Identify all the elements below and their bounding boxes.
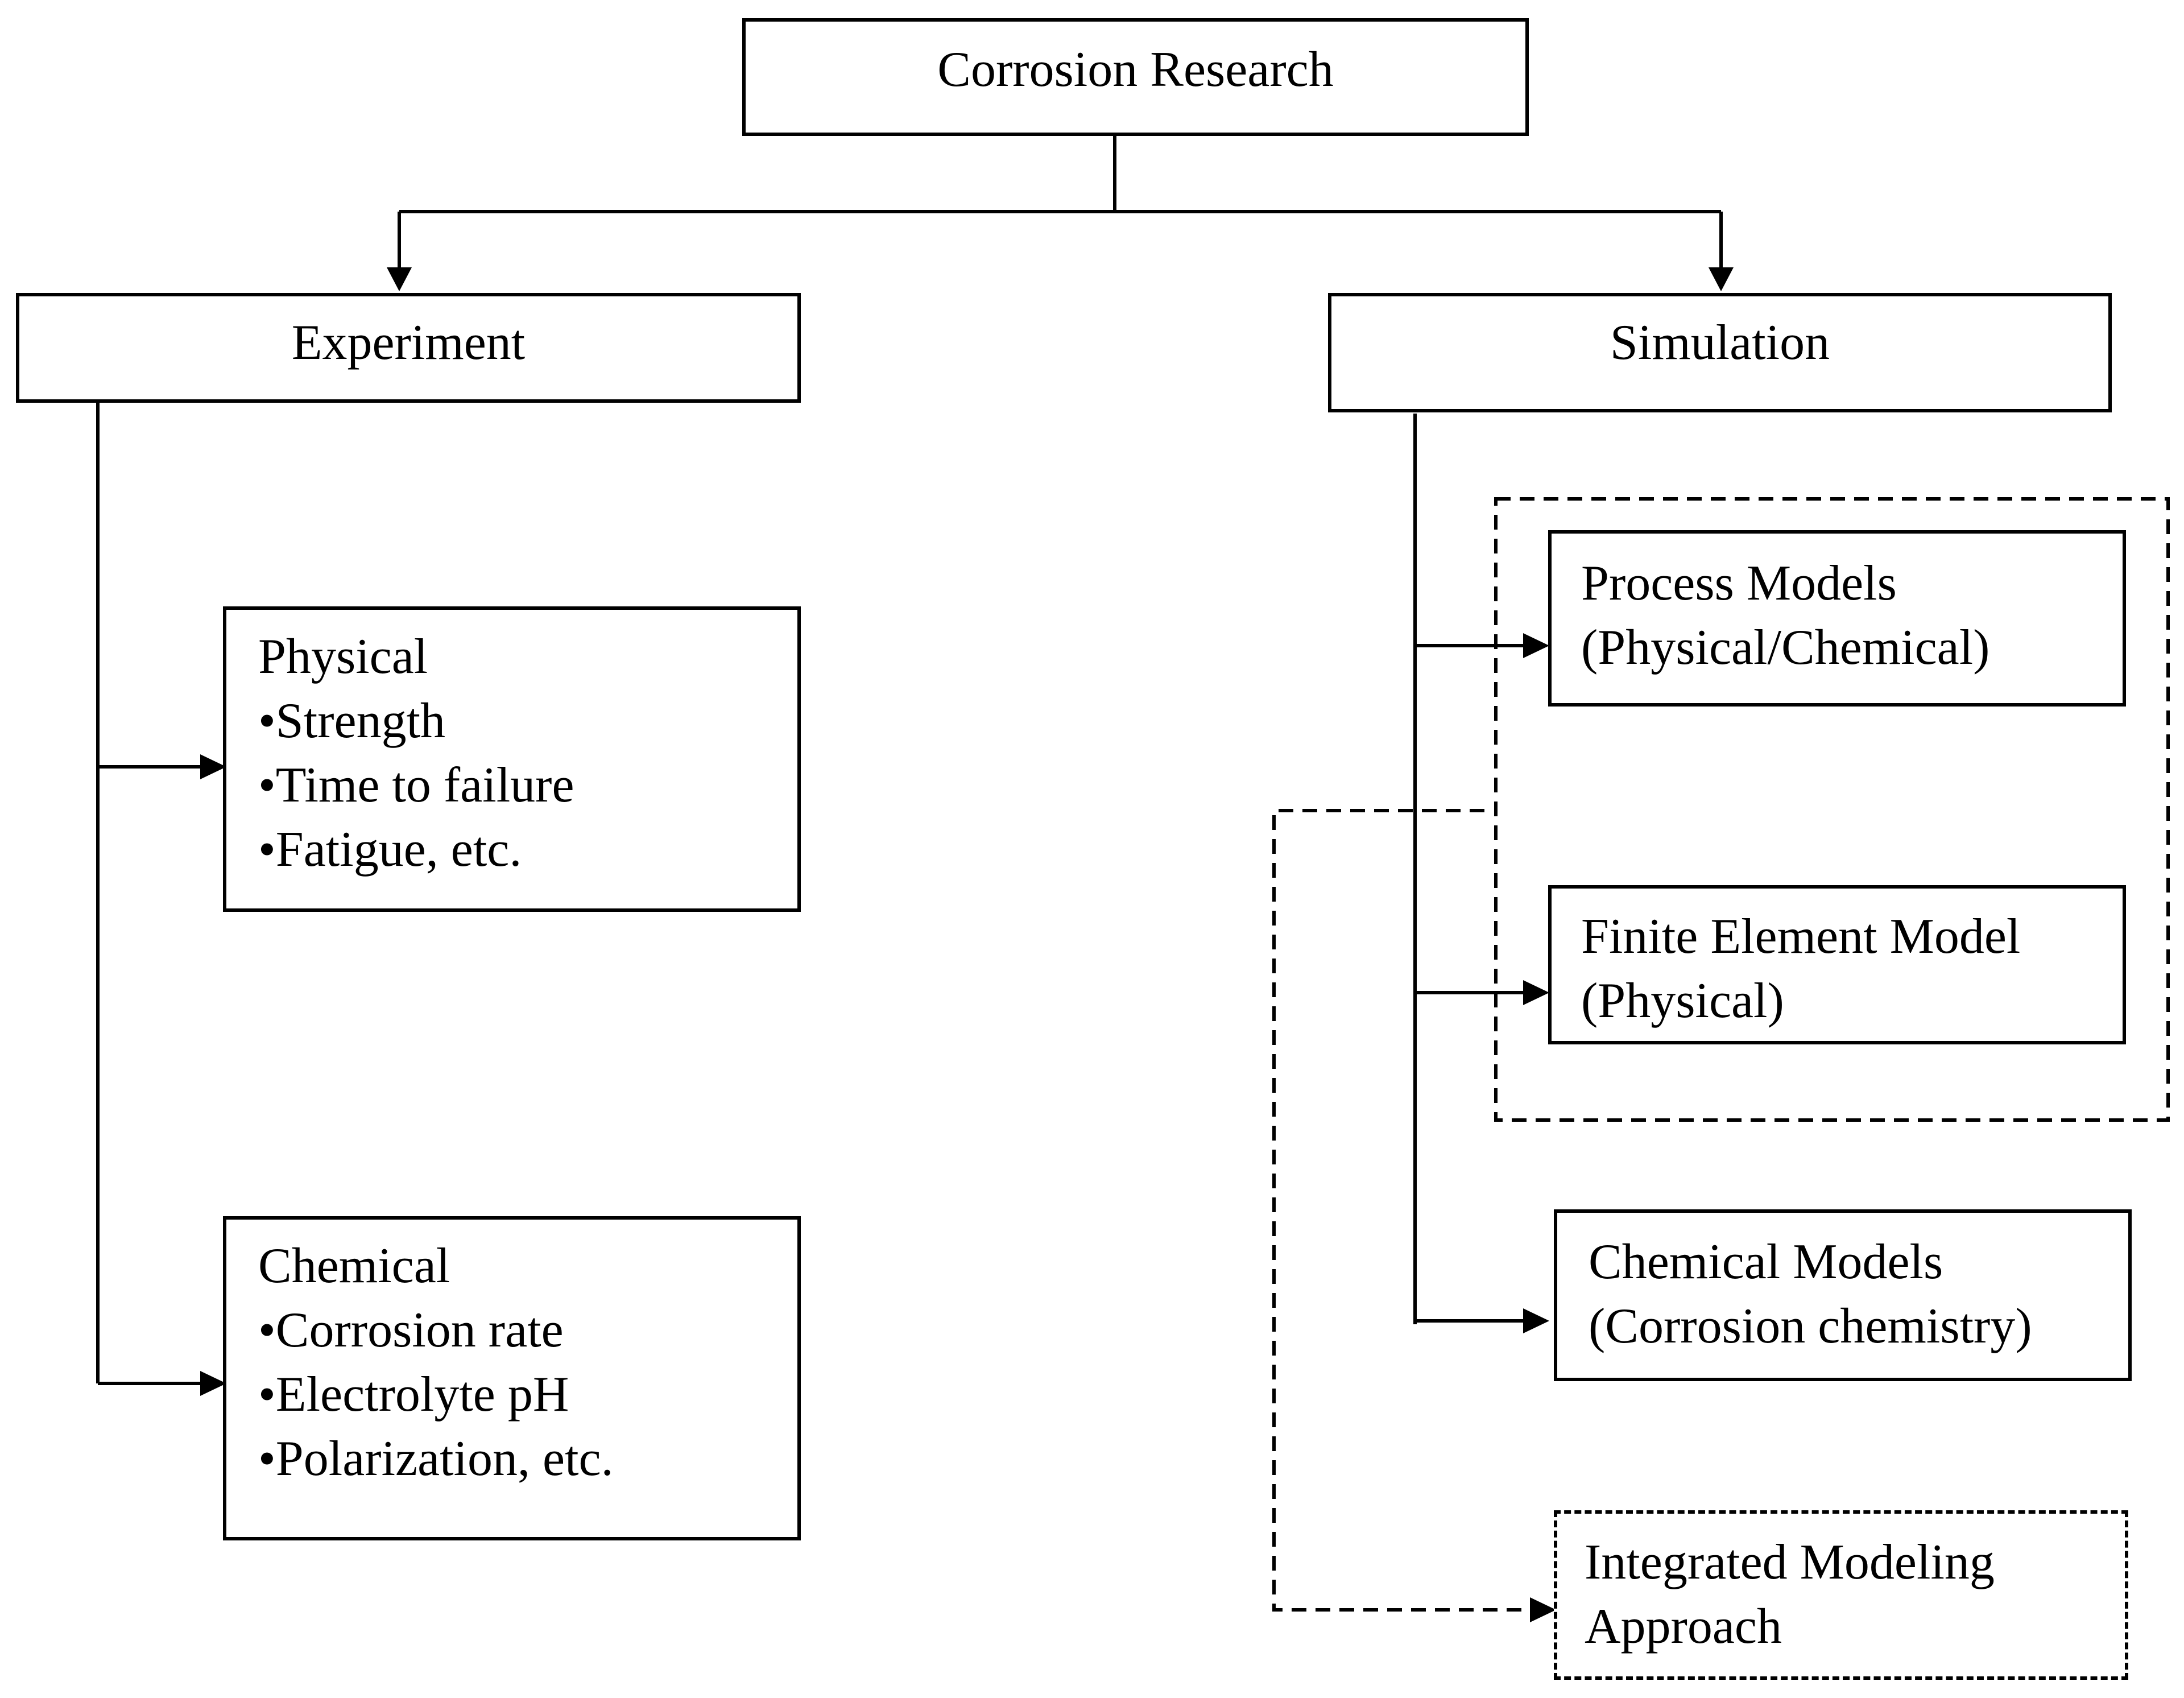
process-models-line2: (Physical/Chemical) <box>1581 620 1990 675</box>
chemical-box <box>223 1216 801 1540</box>
integrated-modeling-line2: Approach <box>1585 1599 1782 1654</box>
chemical-title: Chemical <box>258 1238 450 1294</box>
physical-box <box>223 606 801 912</box>
root-box <box>742 18 1529 136</box>
arrowhead-chemical-models <box>1523 1308 1549 1333</box>
arrowhead-process <box>1523 633 1549 658</box>
finite-element-line1: Finite Element Model <box>1581 909 2021 964</box>
chemical-item-electrolyte-ph: •Electrolyte pH <box>258 1367 569 1422</box>
process-models-line1: Process Models <box>1581 556 1897 611</box>
chemical-item-polarization: •Polarization, etc. <box>258 1431 614 1486</box>
arrowhead-chemical <box>200 1371 226 1396</box>
root-label: Corrosion Research <box>937 42 1334 97</box>
experiment-box <box>16 293 801 403</box>
process-models-box <box>1548 530 2126 707</box>
experiment-label: Experiment <box>291 315 526 370</box>
physical-item-time-to-failure: •Time to failure <box>258 758 574 813</box>
arrowhead-experiment <box>387 267 412 291</box>
chemical-models-line1: Chemical Models <box>1589 1234 1943 1290</box>
physical-title: Physical <box>258 629 428 684</box>
integrated-modeling-box <box>1554 1510 2128 1680</box>
chemical-models-line2: (Corrosion chemistry) <box>1589 1299 2032 1354</box>
finite-element-line2: (Physical) <box>1581 973 1784 1028</box>
arrowhead-fem <box>1523 980 1549 1005</box>
physical-item-strength: •Strength <box>258 693 446 749</box>
physical-item-fatigue: •Fatigue, etc. <box>258 822 522 877</box>
arrowhead-integrated <box>1530 1597 1556 1622</box>
chemical-item-corrosion-rate: •Corrosion rate <box>258 1303 564 1358</box>
dashed-feedback-line <box>1272 809 1530 1612</box>
finite-element-model-box <box>1548 885 2126 1044</box>
simulation-label: Simulation <box>1610 315 1830 370</box>
simulation-box <box>1328 293 2112 412</box>
chemical-models-box <box>1554 1209 2132 1381</box>
arrowhead-physical <box>200 754 226 779</box>
integrated-modeling-line1: Integrated Modeling <box>1585 1535 1995 1590</box>
arrowhead-simulation <box>1709 267 1734 291</box>
dashed-group-outline <box>1494 497 2170 1122</box>
